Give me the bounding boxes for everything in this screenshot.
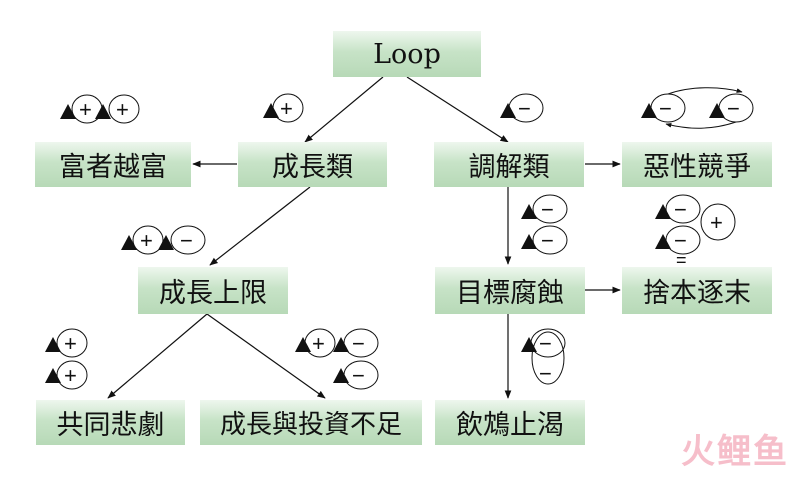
svg-text:−: − — [674, 197, 687, 222]
loop-sign-growth: + — [263, 93, 304, 123]
svg-text:+: + — [116, 97, 129, 122]
svg-text:−: − — [539, 361, 552, 386]
node-growth-underinvestment: 成長與投資不足 — [200, 400, 422, 445]
node-fixes-that-fail: 飲鴆止渴 — [435, 400, 585, 445]
loop-sign-underinvestment: + − − — [295, 328, 379, 390]
svg-text:−: − — [659, 96, 672, 121]
svg-text:−: − — [180, 228, 193, 253]
node-balancing: 調解類 — [434, 142, 584, 187]
node-growth: 成長類 — [238, 142, 387, 187]
svg-text:−: − — [352, 331, 365, 356]
svg-text:−: − — [541, 228, 554, 253]
node-eroding-goals: 目標腐蝕 — [435, 267, 585, 314]
svg-text:−: − — [727, 96, 740, 121]
arrow-limits-to-underinvestment — [206, 313, 326, 399]
node-escalation: 惡性競爭 — [622, 142, 772, 187]
svg-text:+: + — [79, 97, 92, 122]
loop-sign-limits: + − — [121, 225, 206, 255]
svg-text:+: + — [312, 331, 325, 356]
node-limits-to-growth: 成長上限 — [138, 267, 288, 314]
watermark-logo: 火鲤鱼 — [681, 432, 789, 472]
node-tragedy-of-commons: 共同悲劇 — [36, 400, 185, 445]
svg-text:−: − — [352, 363, 365, 388]
svg-text:−: − — [674, 228, 687, 253]
svg-text:+: + — [140, 228, 153, 253]
arrow-loop-to-balancing — [406, 76, 509, 143]
svg-text:+: + — [280, 96, 293, 121]
svg-text:+: + — [64, 363, 77, 388]
svg-text:+: + — [64, 331, 77, 356]
root-node-loop: Loop — [333, 31, 481, 77]
svg-text:−: − — [541, 197, 554, 222]
loop-sign-fixes: − − — [521, 328, 566, 386]
loop-sign-escalation: − − — [641, 87, 754, 129]
svg-text:+: + — [710, 210, 723, 235]
svg-text:=: = — [676, 250, 687, 270]
loop-sign-success: + + — [60, 94, 140, 124]
loop-sign-tragedy: + + — [45, 328, 88, 390]
arrow-limits-to-tragedy — [107, 313, 208, 399]
arrow-growth-to-limits — [209, 186, 311, 266]
svg-text:−: − — [539, 331, 552, 356]
loop-sign-balancing: − — [500, 93, 544, 123]
loop-sign-eroding: − − — [521, 194, 568, 255]
node-success-to-successful: 富者越富 — [35, 142, 191, 187]
node-shifting-the-burden: 捨本逐末 — [622, 267, 772, 314]
arrow-loop-to-growth — [304, 76, 384, 143]
loop-sign-shifting: − − + = — [655, 194, 736, 270]
svg-text:−: − — [518, 96, 531, 121]
